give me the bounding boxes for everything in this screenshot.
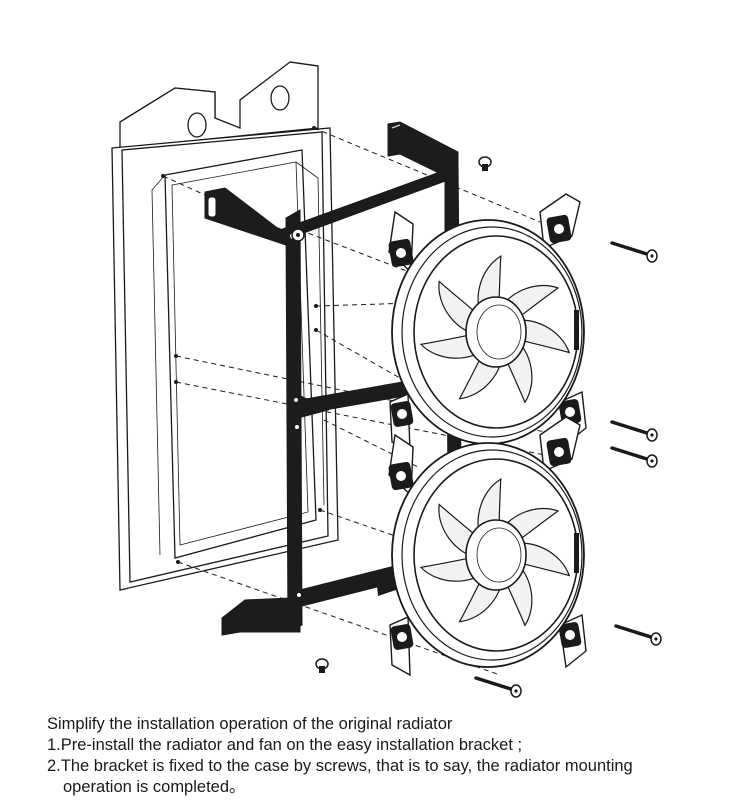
bracket-screw-side (291, 228, 305, 242)
bracket-screw-top (478, 156, 492, 171)
caption-step-2-continued: operation is completed。 (63, 778, 246, 796)
port-right (270, 85, 290, 111)
bracket-screw-bottom (315, 658, 329, 673)
caption-title: Simplify the installation operation of t… (47, 715, 453, 733)
radiator (111, 61, 339, 591)
upper-fan (388, 194, 586, 452)
installation-caption: Simplify the installation operation of t… (47, 714, 737, 798)
port-left (187, 112, 207, 138)
caption-step-2: 2.The bracket is fixed to the case by sc… (47, 757, 633, 775)
mounting-bracket (204, 121, 463, 636)
lower-fan (388, 417, 586, 675)
caption-step-1: 1.Pre-install the radiator and fan on th… (47, 736, 523, 754)
exploded-assembly-diagram (111, 61, 663, 699)
